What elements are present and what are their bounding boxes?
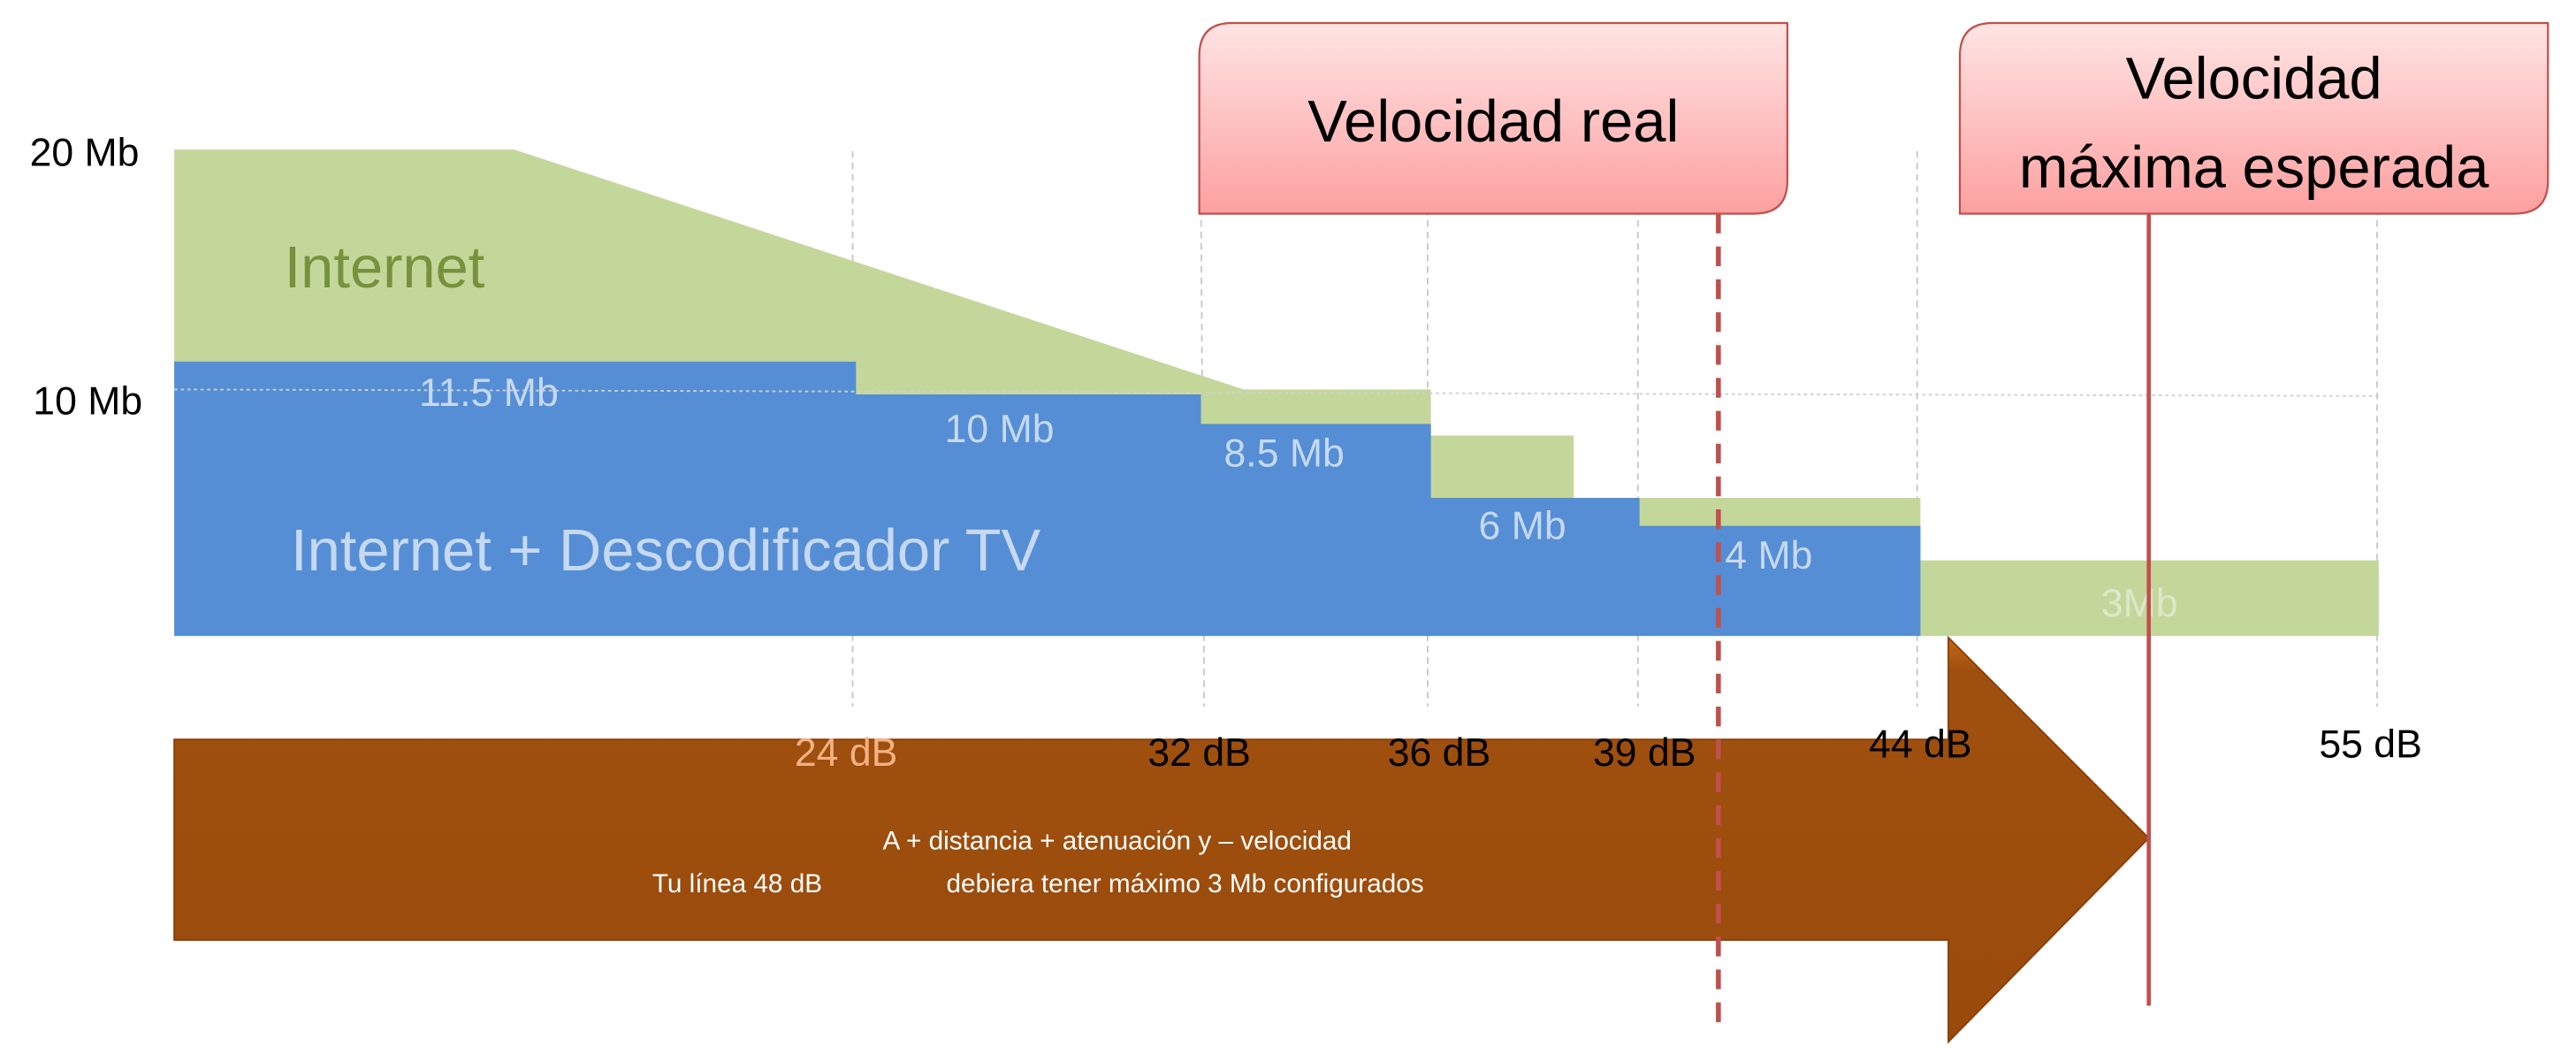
db-label-36: 36 dB	[1388, 731, 1491, 775]
callout-real-speed-text: Velocidad real	[1307, 88, 1679, 155]
callout-max-speed	[1958, 21, 2549, 215]
y-label-20mb: 20 Mb	[30, 132, 140, 175]
y-label-10mb: 10 Mb	[33, 379, 142, 423]
speed-label-8-5: 8.5 Mb	[1224, 432, 1345, 476]
speed-label-11-5: 11.5 Mb	[419, 371, 559, 415]
callout-max-speed-line2: máxima esperada	[2019, 134, 2489, 201]
db-label-55: 55 dB	[2319, 723, 2422, 767]
speed-label-4: 4 Mb	[1725, 534, 1812, 577]
tv-area	[174, 361, 1921, 637]
speed-label-6: 6 Mb	[1479, 505, 1566, 548]
db-label-32: 32 dB	[1147, 731, 1251, 775]
arrow-text-line2a: Tu línea 48 dB	[652, 869, 822, 898]
arrow-text-line2b: debiera tener máximo 3 Mb configurados	[946, 869, 1423, 898]
callout-max-speed-line1: Velocidad	[2126, 45, 2382, 111]
attenuation-arrow	[173, 635, 2151, 1044]
speed-label-3: 3Mb	[2101, 582, 2178, 625]
callout-real-speed	[1198, 21, 1789, 215]
speed-label-10: 10 Mb	[945, 408, 1055, 451]
arrow-text-line1: A + distancia + atenuación y – velocidad	[883, 827, 1352, 856]
tv-label: Internet + Descodificador TV	[291, 517, 1041, 584]
internet-label: Internet	[285, 234, 485, 301]
db-label-39: 39 dB	[1593, 731, 1696, 775]
db-label-44: 44 dB	[1869, 723, 1972, 767]
db-label-24: 24 dB	[795, 731, 897, 775]
